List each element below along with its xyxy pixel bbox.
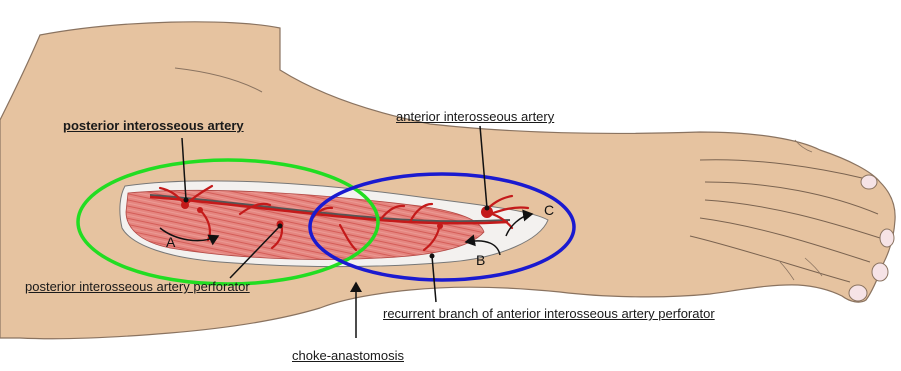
marker-c: C xyxy=(544,202,554,218)
label-posterior-interosseous-artery-perforator: posterior interosseous artery perforator xyxy=(25,279,250,294)
label-anterior-interosseous-artery: anterior interosseous artery xyxy=(396,109,554,124)
label-choke-anastomosis: choke-anastomosis xyxy=(292,348,404,363)
marker-a: A xyxy=(166,234,176,250)
label-recurrent-branch: recurrent branch of anterior interosseou… xyxy=(383,306,715,321)
marker-b: B xyxy=(476,252,485,268)
label-posterior-interosseous-artery: posterior interosseous artery xyxy=(63,118,244,133)
